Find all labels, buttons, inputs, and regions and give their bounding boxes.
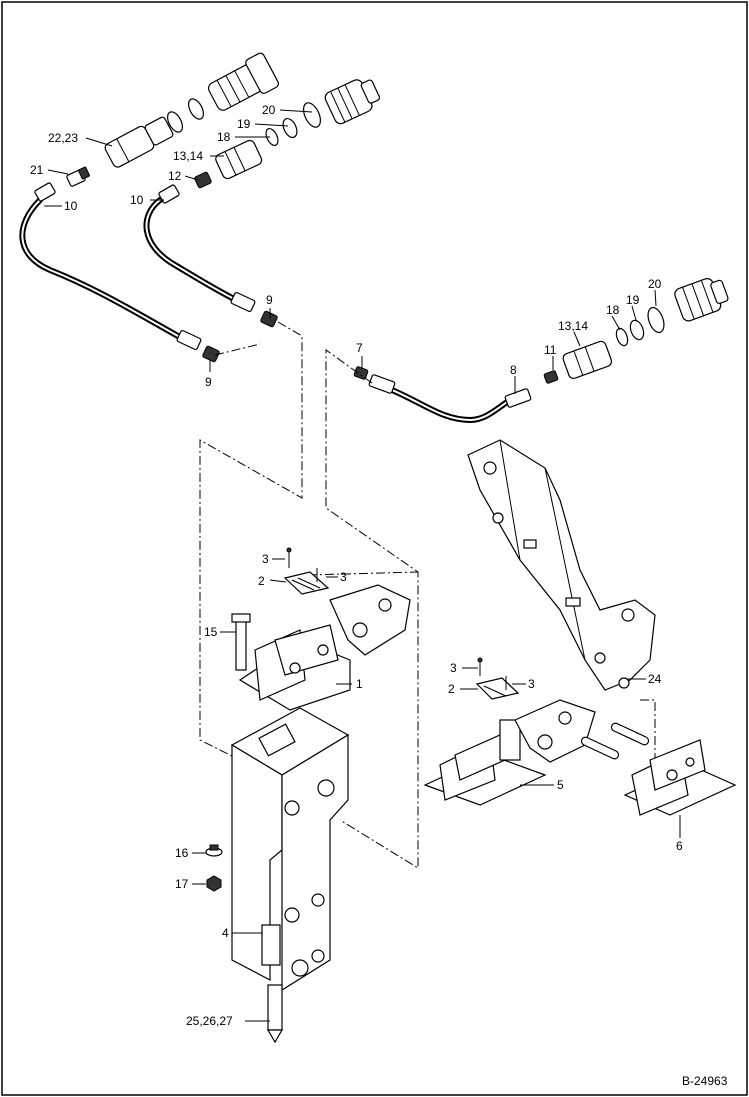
mounting-bracket-1 <box>238 624 351 711</box>
callout-3-left-b: 3 <box>340 570 347 584</box>
callout-16: 16 <box>175 846 189 860</box>
callout-25-26-27: 25,26,27 <box>186 1014 233 1028</box>
seals-18-19-20-right <box>615 306 665 347</box>
callout-1: 1 <box>356 677 363 691</box>
coupler-22-23 <box>104 116 174 168</box>
callout-17: 17 <box>175 877 189 891</box>
callout-13-14-upper: 13,14 <box>173 149 203 163</box>
adapter-9-upper <box>260 310 278 328</box>
callout-20-right: 20 <box>648 277 662 291</box>
adapter-7 <box>353 366 369 380</box>
oring-upper-a <box>167 98 204 133</box>
callout-9-lower: 9 <box>205 375 212 389</box>
bracket-6 <box>623 739 737 816</box>
callout-5: 5 <box>557 778 564 792</box>
wear-plate-2a <box>283 571 330 595</box>
callout-7: 7 <box>356 341 363 355</box>
callout-21: 21 <box>30 163 44 177</box>
coupler-13-14-upper <box>215 139 263 180</box>
callout-6: 6 <box>676 839 683 853</box>
boom-arm <box>467 439 656 691</box>
screws-3b <box>477 657 507 690</box>
leader-lines <box>44 109 681 1022</box>
washer-16 <box>205 844 223 857</box>
quick-coupler-top <box>207 52 280 111</box>
callout-19-right: 19 <box>626 293 640 307</box>
adapter-11 <box>543 370 559 384</box>
callout-13-14-right: 13,14 <box>558 319 588 333</box>
callout-12: 12 <box>168 169 182 183</box>
callout-18-right: 18 <box>606 303 620 317</box>
seals-18-19-20-upper <box>265 102 321 147</box>
callout-15: 15 <box>204 625 218 639</box>
drawing-reference: B-24963 <box>682 1074 728 1088</box>
callout-3-right-b: 3 <box>528 677 535 691</box>
fitting-8 <box>504 388 532 408</box>
callout-20-upper: 20 <box>262 103 276 117</box>
callout-10-left: 10 <box>64 199 78 213</box>
callout-18-upper: 18 <box>217 130 231 144</box>
callout-8: 8 <box>510 363 517 377</box>
callout-22-23: 22,23 <box>48 131 78 145</box>
callout-11: 11 <box>544 343 557 357</box>
callout-4: 4 <box>222 926 229 940</box>
nipple-right <box>674 278 729 322</box>
callout-24: 24 <box>648 672 662 686</box>
adapter-12 <box>194 171 212 189</box>
screws-3a <box>286 547 318 582</box>
callout-3-left-a: 3 <box>262 552 269 566</box>
hose-left-inner <box>143 184 256 313</box>
coupler-13-14-right <box>562 340 613 380</box>
bracket-5 <box>423 719 547 806</box>
linkage-left <box>329 584 411 656</box>
wear-plate-2b <box>475 677 520 700</box>
nipple-upper <box>324 79 381 125</box>
linkage-right <box>514 699 596 763</box>
pins <box>580 722 650 760</box>
hose-left-outer <box>19 182 202 351</box>
callout-10-right: 10 <box>130 193 144 207</box>
callout-2-right: 2 <box>448 682 455 696</box>
bolt-15 <box>231 613 251 671</box>
callout-19-upper: 19 <box>237 117 251 131</box>
breaker-4 <box>230 707 350 1044</box>
callout-2-left: 2 <box>258 574 265 588</box>
callout-3-right-a: 3 <box>450 661 457 675</box>
adapter-21 <box>66 166 90 187</box>
callout-9-upper: 9 <box>266 293 273 307</box>
adapter-9-lower <box>202 345 220 363</box>
nut-17 <box>206 875 222 892</box>
hose-right <box>368 374 513 424</box>
